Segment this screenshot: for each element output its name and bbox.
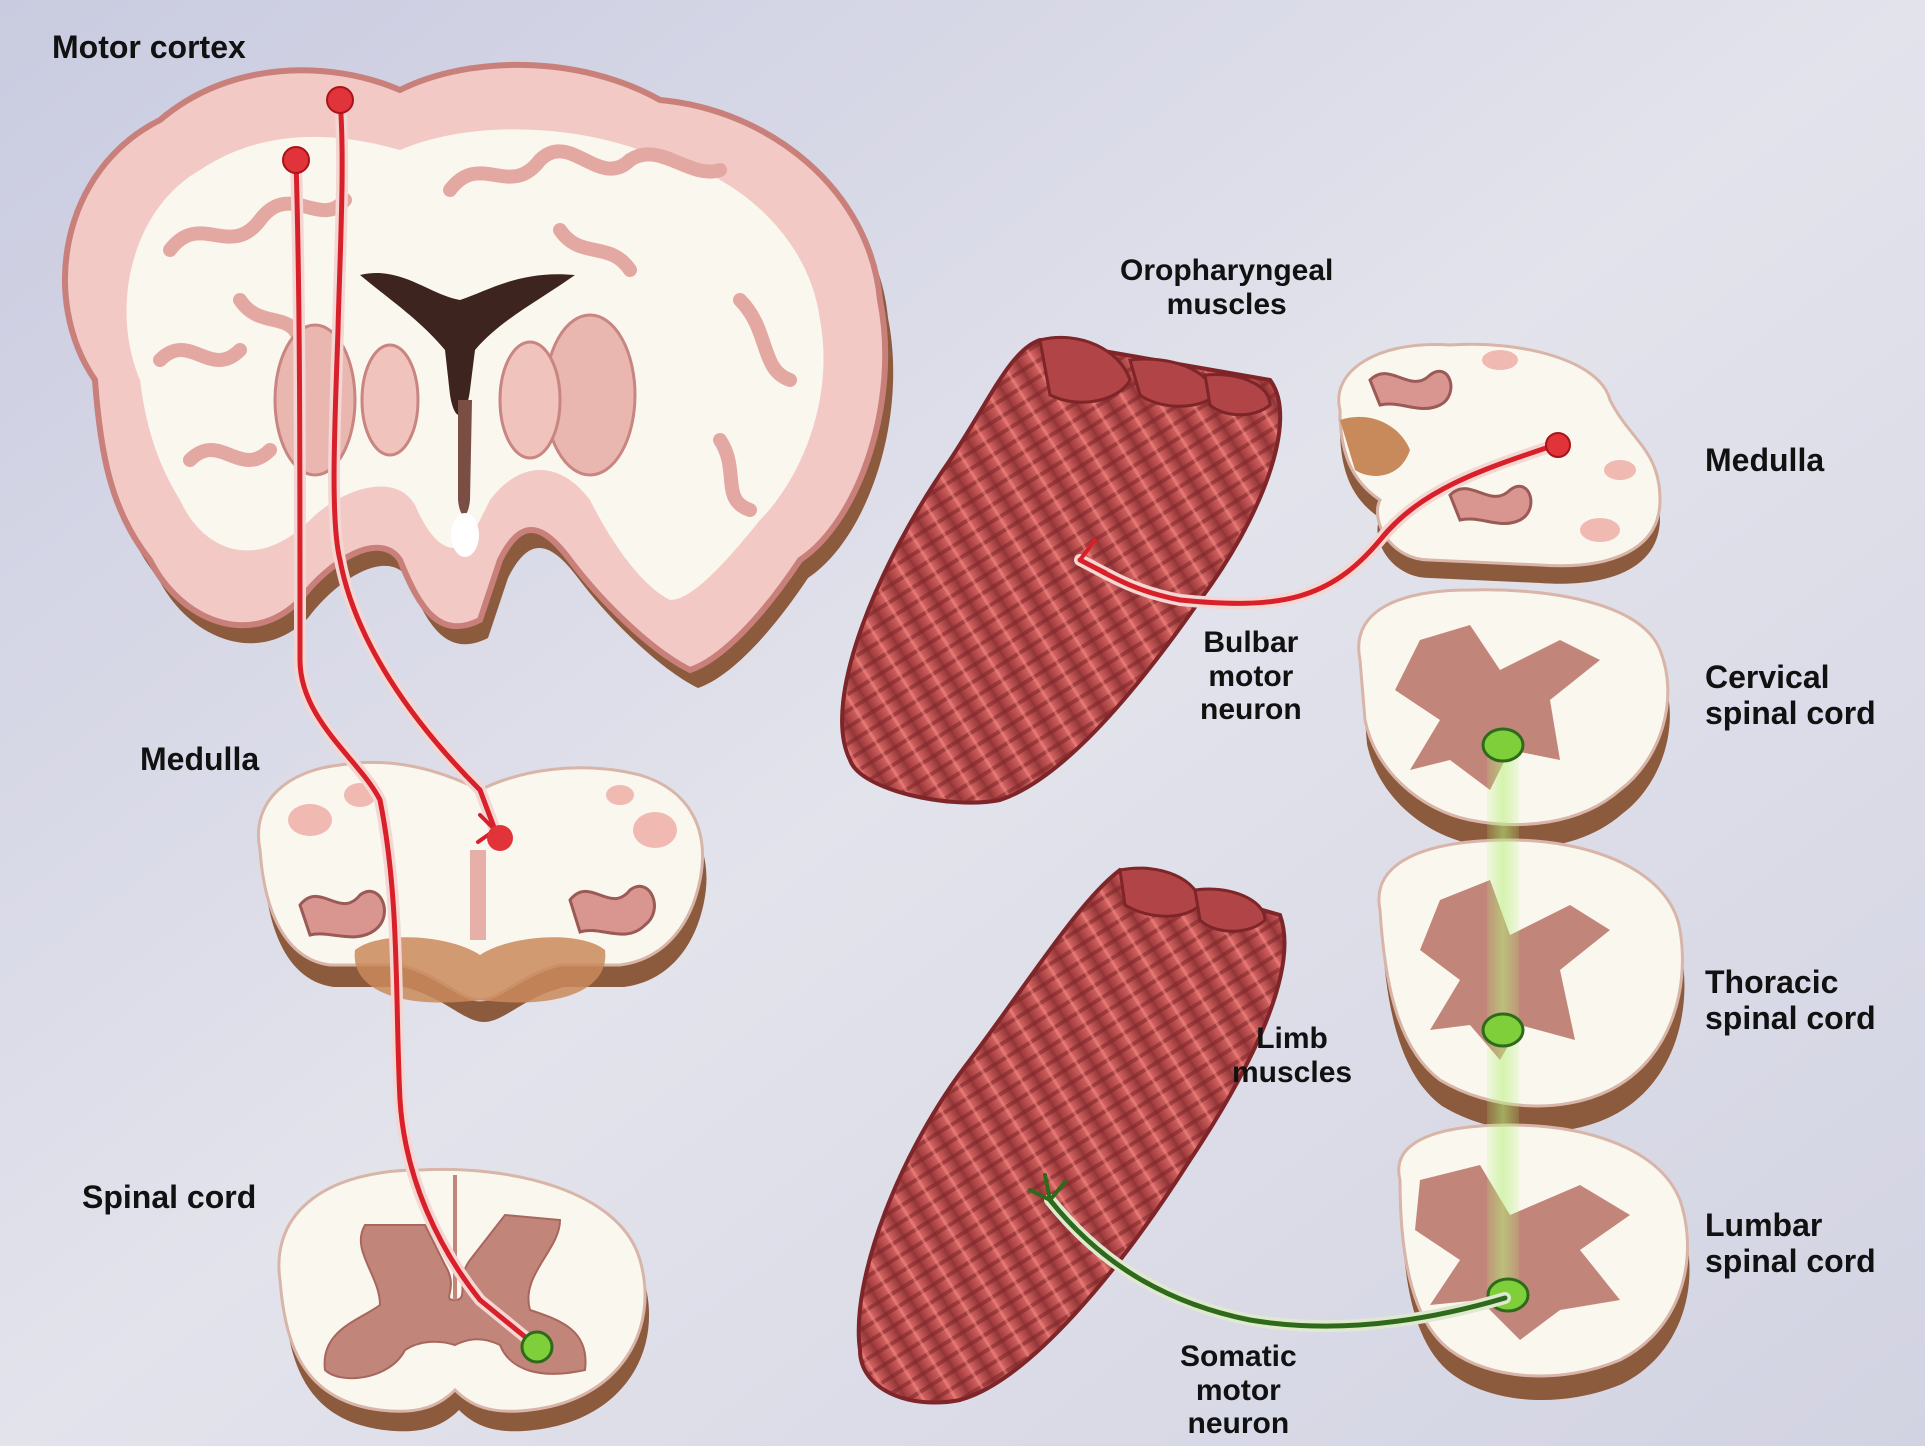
bulbar-motor-neuron-cell-body xyxy=(1546,433,1570,457)
cervical-lower-motor-neuron-body xyxy=(1483,729,1523,761)
label-limb-muscles: Limb muscles xyxy=(1232,1022,1352,1089)
spinal-cord-section-left xyxy=(279,1169,649,1431)
label-spinal-cord: Spinal cord xyxy=(82,1180,256,1216)
ventricle-tip xyxy=(451,513,479,557)
label-medulla-right: Medulla xyxy=(1705,443,1824,479)
lumbar-spinal-cord-section xyxy=(1399,1125,1690,1400)
label-lumbar-spinal-cord: Lumbar spinal cord xyxy=(1705,1208,1876,1280)
label-cervical-spinal-cord: Cervical spinal cord xyxy=(1705,660,1876,732)
thoracic-spinal-cord-section xyxy=(1379,840,1685,1132)
label-oropharyngeal-muscles: Oropharyngeal muscles xyxy=(1120,254,1333,321)
label-somatic-motor-neuron: Somatic motor neuron xyxy=(1180,1340,1297,1441)
label-thoracic-spinal-cord: Thoracic spinal cord xyxy=(1705,965,1876,1037)
medulla-synapse-dot xyxy=(487,825,513,851)
label-motor-cortex: Motor cortex xyxy=(52,30,246,66)
brain-coronal-section xyxy=(65,65,893,688)
third-ventricle xyxy=(458,400,472,515)
label-medulla-left: Medulla xyxy=(140,742,259,778)
upper-motor-neuron-cell-body xyxy=(283,147,309,173)
spinal-lower-motor-neuron-body xyxy=(522,1332,552,1362)
upper-motor-neuron-cell-body xyxy=(327,87,353,113)
label-bulbar-motor-neuron: Bulbar motor neuron xyxy=(1200,626,1302,727)
thoracic-lower-motor-neuron-body xyxy=(1483,1014,1523,1046)
